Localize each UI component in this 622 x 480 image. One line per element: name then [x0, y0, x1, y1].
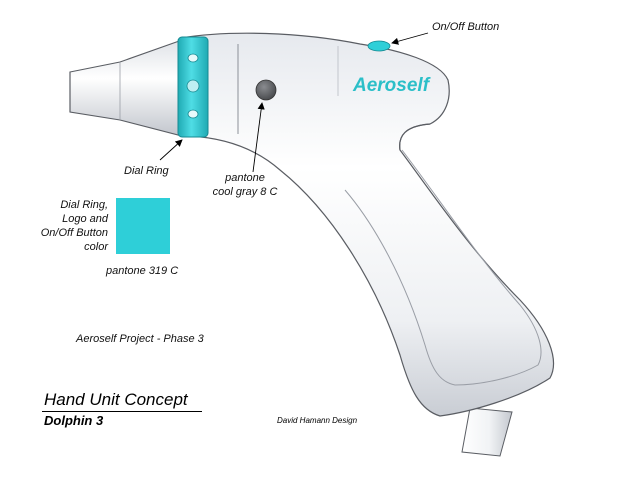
pantone-gray-line2: cool gray 8 C	[212, 186, 278, 198]
swatch-legend-label: Dial Ring, Logo and On/Off Button color	[20, 198, 108, 254]
on-off-button-label: On/Off Button	[432, 21, 500, 33]
nozzle	[69, 39, 183, 137]
aeroself-logo: Aeroself	[352, 75, 431, 96]
drawing-subtitle: Dolphin 3	[44, 413, 104, 428]
callout-leaders	[159, 32, 429, 173]
dial-ring-label: Dial Ring	[124, 165, 169, 177]
swatch-legend-line: On/Off Button	[40, 227, 108, 239]
swatch-legend-line: Dial Ring,	[60, 199, 108, 211]
pantone-gray-label: pantone cool gray 8 C	[205, 171, 285, 199]
pantone-319-label: pantone 319 C	[106, 265, 179, 277]
swatch-legend-line: Logo and	[62, 213, 108, 225]
designer-credit: David Hamann Design	[277, 416, 358, 425]
drawing-title: Hand Unit Concept	[44, 390, 188, 409]
pantone-gray-line1: pantone	[225, 172, 265, 184]
on-off-button	[367, 40, 391, 52]
title-rule	[42, 411, 202, 412]
color-swatch	[116, 198, 170, 254]
swatch-legend-line: color	[84, 241, 108, 253]
project-label: Aeroself Project - Phase 3	[76, 333, 204, 345]
dial-ring	[177, 36, 209, 138]
cord-stub	[461, 407, 513, 457]
cool-gray-button	[255, 79, 277, 101]
hand-unit-body	[179, 32, 555, 417]
